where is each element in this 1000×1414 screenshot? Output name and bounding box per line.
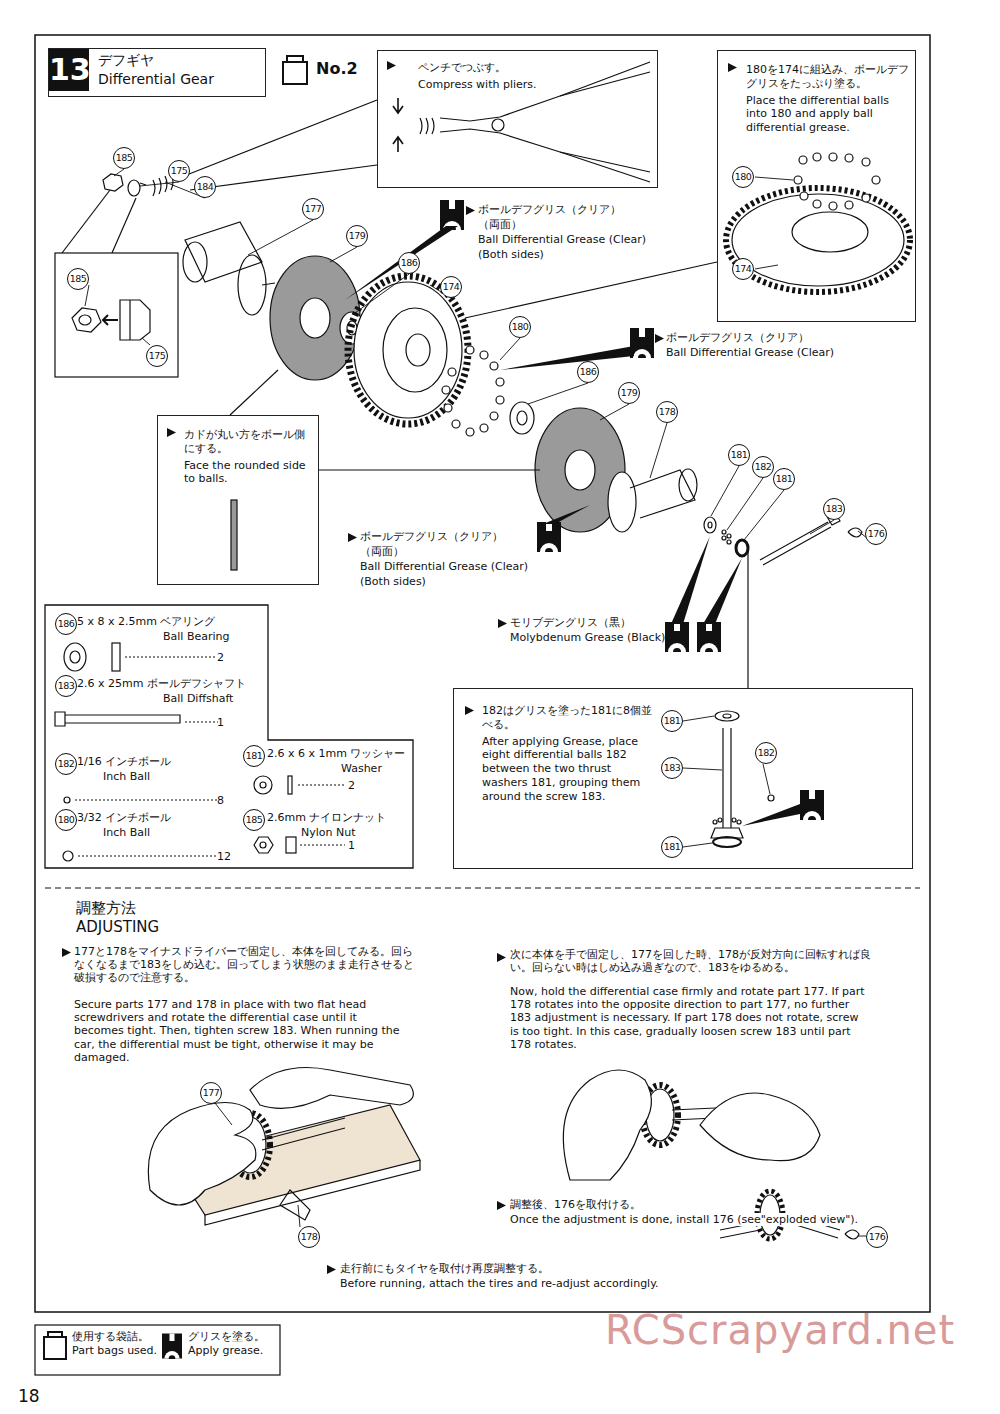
callout-number: 178 (298, 1226, 320, 1248)
callout-number: 181 (773, 468, 795, 490)
callout-number: 176 (866, 1226, 888, 1248)
note-text: Ball Differential Grease (Clear) (360, 560, 528, 573)
callout-number: 177 (302, 198, 324, 220)
note-text: ペンチでつぶす。 (418, 61, 628, 75)
note-text: ボールデフグリス（クリア） (360, 530, 503, 543)
note-text: 次に本体を手で固定し、177を回した時、178が反対方向に回転すれば良い。回らな… (510, 948, 885, 974)
note-text: 1/16 インチボール (77, 755, 171, 768)
note-text: 走行前にもタイヤを取付け再度調整する。 (340, 1262, 549, 1275)
note-text: （両面） (360, 545, 404, 558)
callout-number: 174 (440, 276, 462, 298)
note-text: Washer (341, 762, 382, 775)
note-text: ADJUSTING (76, 918, 159, 936)
note-text: 調整後、176を取付ける。 (510, 1198, 641, 1211)
watermark: RCScrapyard.net (605, 1306, 955, 1354)
note-text: Before running, attach the tires and re-… (340, 1277, 659, 1290)
note-text: 182はグリスを塗った181に8個並べる。 (482, 704, 652, 732)
note-text: 2.6mm ナイロンナット (267, 811, 386, 824)
callout-number: 182 (755, 742, 777, 764)
note-text: (Both sides) (360, 575, 426, 588)
callout-number: 184 (194, 176, 216, 198)
note-text: 180を174に組込み、ボールデフグリスをたっぷり塗る。 (746, 63, 911, 91)
note-text: 5 x 8 x 2.5mm ベアリング (77, 615, 215, 628)
note-text: 2.6 x 25mm ボールデフシャフト (77, 677, 246, 690)
note-box: 1865 x 8 x 2.5mm ベアリングBall Bearing21832.… (45, 605, 414, 870)
callout-number: 181 (661, 710, 683, 732)
callout-number: 180 (732, 166, 754, 188)
note-text: Now, hold the differential case firmly a… (510, 985, 870, 1051)
note-text: Nylon Nut (301, 826, 356, 839)
note-text: Ball Differential Grease (Clear) (478, 233, 646, 246)
callout-number: 186 (577, 361, 599, 383)
note-text: 12 (217, 850, 231, 863)
note-text: Differential Gear (98, 71, 214, 88)
callout-number: 176 (865, 523, 887, 545)
note-text: Molybdenum Grease (Black) (510, 631, 665, 644)
note-text: デフギヤ (98, 52, 154, 69)
note-box: ペンチでつぶす。 Compress with pliers. (377, 50, 658, 188)
note-text: 13 (49, 49, 89, 91)
note-text: Inch Ball (103, 770, 150, 783)
note-text: ボールデフグリス（クリア） (478, 203, 621, 216)
callout-number: 179 (618, 382, 640, 404)
note-text: 183 (55, 675, 77, 697)
note-text: ボールデフグリス（クリア） (666, 331, 809, 344)
note-text: (Both sides) (478, 248, 544, 261)
callout-number: 181 (728, 444, 750, 466)
callout-number: 174 (732, 258, 754, 280)
legend-text: 使用する袋詰。 Part bags used. (72, 1330, 158, 1358)
note-text: Ball Bearing (163, 630, 229, 643)
note-text: 177と178をマイナスドライバーで固定し、本体を回してみる。回らなくなるまで1… (74, 945, 419, 985)
note-box: 182はグリスを塗った181に8個並べる。 After applying Grea… (453, 688, 913, 869)
callout-number: 185 (67, 268, 89, 290)
note-text: No.2 (316, 59, 358, 78)
callout-number: 183 (661, 757, 683, 779)
note-text: 2 (348, 779, 355, 792)
note-text: Inch Ball (103, 826, 150, 839)
callout-number: 175 (168, 160, 190, 182)
note-text: Place the differential balls into 180 an… (746, 94, 911, 135)
note-text: 18 (18, 1386, 40, 1406)
note-text: 1 (348, 839, 355, 852)
callout-number: 181 (661, 836, 683, 858)
note-text: Once the adjustment is done, install 176… (510, 1213, 858, 1226)
note-text: 1 (217, 716, 224, 729)
note-text: 182 (55, 753, 77, 775)
note-text: 2.6 x 6 x 1mm ワッシャー (267, 747, 405, 760)
note-text: 180 (55, 809, 77, 831)
callout-number: 185 (113, 147, 135, 169)
note-box: 13 デフギヤ Differential Gear (48, 48, 266, 97)
note-text: 3/32 インチボール (77, 811, 171, 824)
note-text: 181 (243, 745, 265, 767)
note-text: Face the rounded side to balls. (184, 459, 310, 487)
callout-number: 186 (398, 252, 420, 274)
note-text: Ball Differential Grease (Clear) (666, 346, 834, 359)
note-text: 186 (55, 613, 77, 635)
callout-number: 179 (346, 225, 368, 247)
note-box: カドが丸い方をボール側にする。 Face the rounded side to … (157, 415, 319, 585)
bag-icon (44, 1332, 66, 1359)
legend-text: グリスを塗る。 Apply grease. (188, 1330, 274, 1358)
callout-number: 183 (823, 498, 845, 520)
note-text: Ball Diffshaft (163, 692, 233, 705)
callout-number: 177 (200, 1082, 222, 1104)
callout-number: 182 (752, 456, 774, 478)
grease-icon (162, 1334, 182, 1362)
callout-number: 175 (146, 345, 168, 367)
note-text: Compress with pliers. (418, 78, 628, 92)
note-text: カドが丸い方をボール側にする。 (184, 428, 310, 456)
note-text: 185 (243, 809, 265, 831)
callout-number: 180 (509, 316, 531, 338)
note-text: After applying Grease, place eight diffe… (482, 735, 652, 804)
note-text: モリブデングリス（黒） (510, 616, 631, 629)
note-box: No.2 (278, 50, 362, 90)
note-text: 8 (217, 794, 224, 807)
note-text: 調整方法 (76, 899, 136, 917)
callout-number: 178 (656, 401, 678, 423)
note-text: （両面） (478, 218, 522, 231)
note-text: Secure parts 177 and 178 in place with t… (74, 998, 404, 1064)
note-text: 2 (217, 651, 224, 664)
